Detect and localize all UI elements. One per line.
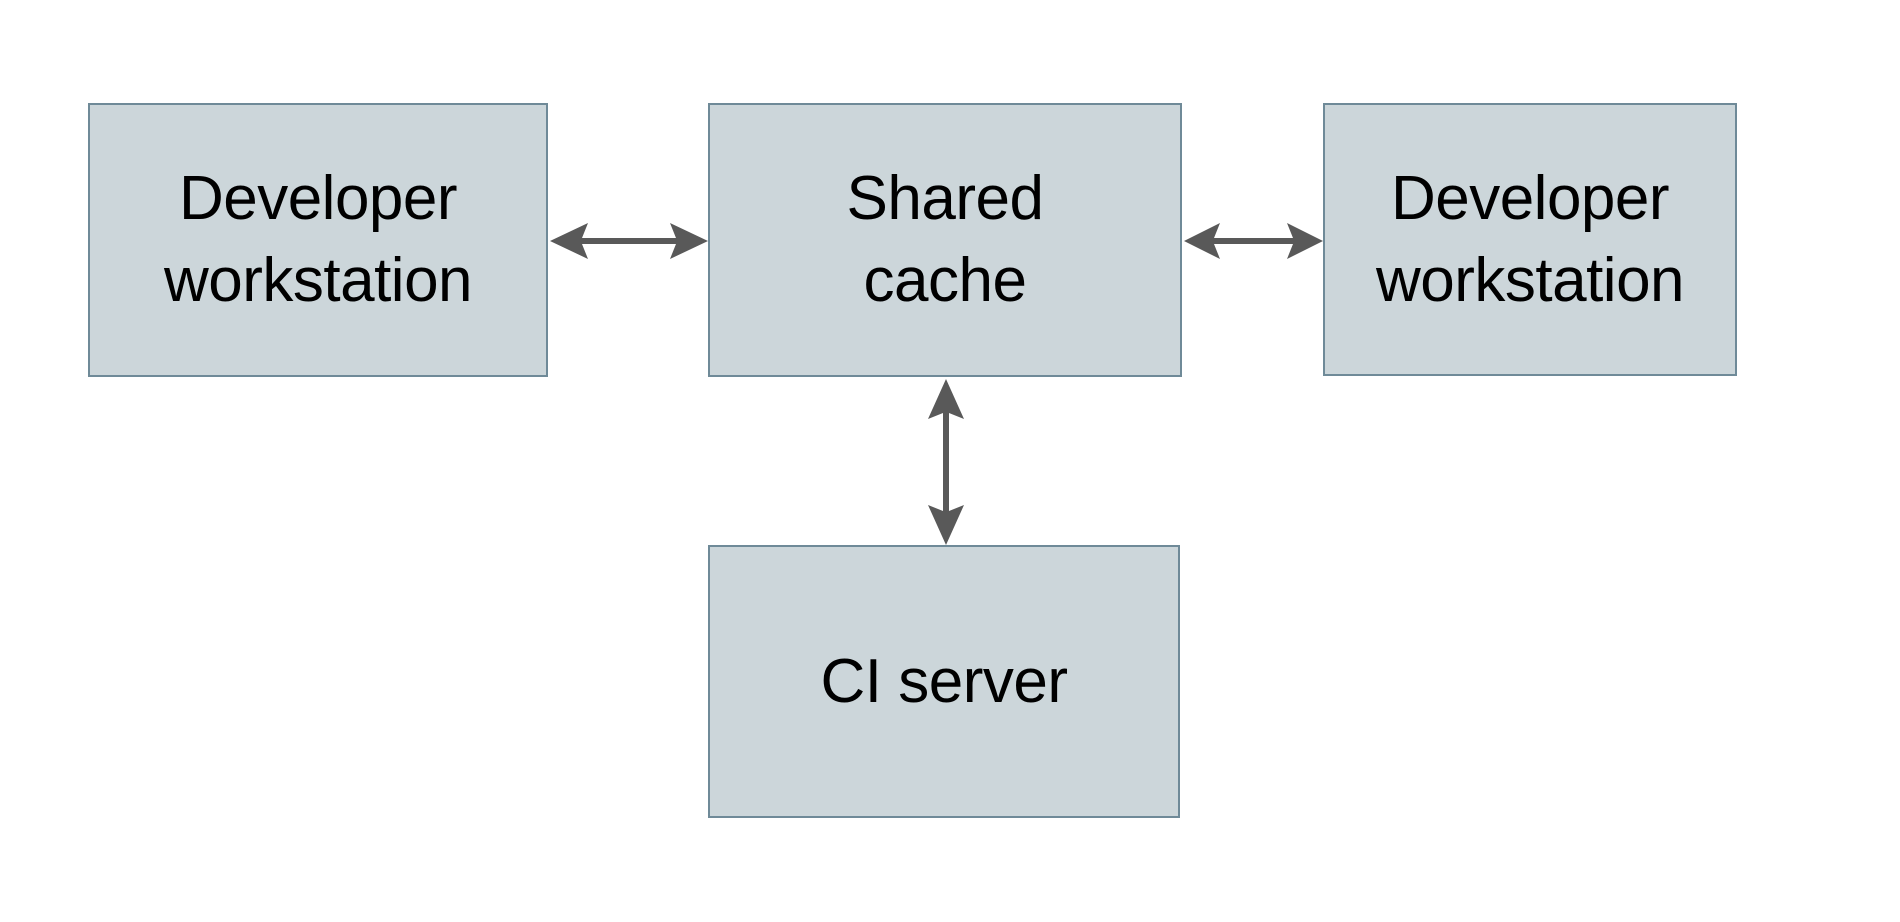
- node-label: Shared cache: [846, 164, 1044, 315]
- node-shared-cache[interactable]: Shared cache: [708, 103, 1182, 377]
- node-developer-workstation-left[interactable]: Developer workstation: [88, 103, 548, 377]
- double-arrow-icon: [550, 223, 708, 259]
- node-label: Developer workstation: [1375, 163, 1685, 315]
- connector-double-arrow-vertical[interactable]: [915, 377, 977, 547]
- connector-double-arrow-horizontal-left[interactable]: [548, 210, 710, 272]
- node-ci-server[interactable]: CI server: [708, 545, 1180, 818]
- node-developer-workstation-right[interactable]: Developer workstation: [1323, 103, 1737, 376]
- connector-double-arrow-horizontal-right[interactable]: [1182, 210, 1325, 272]
- node-label: CI server: [820, 646, 1068, 716]
- node-label: Developer workstation: [163, 164, 473, 315]
- double-arrow-icon: [928, 379, 964, 545]
- double-arrow-icon: [1184, 223, 1323, 259]
